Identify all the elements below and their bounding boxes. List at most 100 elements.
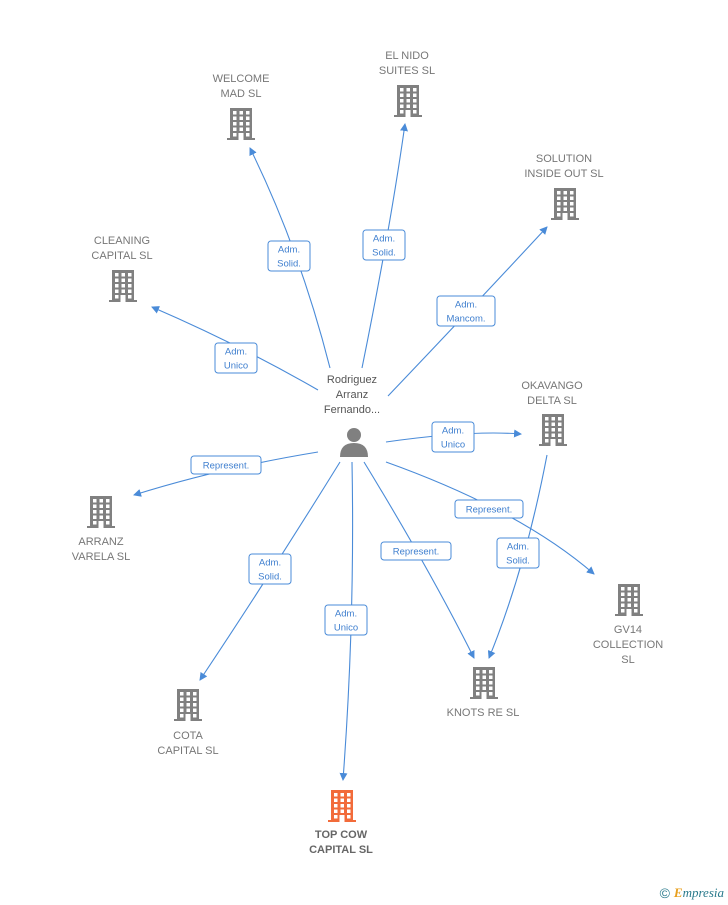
- building-window: [239, 127, 243, 131]
- edge-label-text: Represent.: [393, 547, 439, 558]
- building-window: [627, 603, 631, 607]
- building-window: [239, 111, 243, 115]
- building-window: [406, 88, 410, 92]
- building-window: [621, 592, 625, 596]
- building-door: [120, 295, 126, 302]
- edge-label-solution[interactable]: Adm.Mancom.: [436, 295, 496, 327]
- building-window: [406, 99, 410, 103]
- building-window: [106, 521, 110, 525]
- building-window: [121, 289, 125, 293]
- company-name: VARELA SL: [72, 551, 131, 563]
- edge-label-knots[interactable]: Represent.: [380, 541, 452, 561]
- building-window: [239, 122, 243, 126]
- company-name: SUITES SL: [379, 65, 435, 77]
- building-window: [334, 804, 338, 808]
- edge-label-elnido[interactable]: Adm.Solid.: [362, 229, 406, 261]
- edge-label-arranz[interactable]: Represent.: [190, 455, 262, 475]
- building-window: [347, 815, 351, 819]
- building-window: [413, 104, 417, 108]
- building-window: [115, 295, 119, 299]
- edge-label-topcow[interactable]: Adm.Unico: [324, 604, 368, 636]
- building-door: [185, 714, 191, 721]
- company-name: MAD SL: [221, 88, 262, 100]
- edge-label-cleaning[interactable]: Adm.Unico: [214, 342, 258, 374]
- building-window: [545, 422, 549, 426]
- building-window: [400, 88, 404, 92]
- building-window: [246, 116, 250, 120]
- edge-knots: [363, 461, 475, 659]
- building-window: [93, 499, 97, 503]
- building-window: [193, 708, 197, 712]
- building-window: [558, 422, 562, 426]
- company-name: EL NIDO: [385, 50, 429, 62]
- building-window: [621, 587, 625, 591]
- building-window: [634, 598, 638, 602]
- building-window: [557, 196, 561, 200]
- edge-label-box: [324, 604, 368, 636]
- building-window: [93, 510, 97, 514]
- building-icon: [227, 108, 255, 140]
- building-window: [193, 714, 197, 718]
- edge-labels-layer: Adm.Solid. Adm.Solid. Adm.Mancom. Adm.Unico…: [190, 229, 540, 636]
- building-window: [570, 207, 574, 211]
- building-window: [99, 515, 103, 519]
- building-window: [347, 793, 351, 797]
- company-node-elnido[interactable]: EL NIDO SUITES SL: [379, 50, 435, 117]
- edge-label-okavango[interactable]: Adm.Unico: [431, 421, 475, 453]
- building-window: [115, 273, 119, 277]
- building-window: [180, 714, 184, 718]
- company-name: INSIDE OUT SL: [524, 168, 603, 180]
- building-icon: [551, 188, 579, 220]
- person-name: Rodriguez: [327, 374, 377, 386]
- brand-logo[interactable]: Empresia: [674, 885, 724, 901]
- building-window: [489, 686, 493, 690]
- building-icon: [539, 414, 567, 446]
- building-window: [557, 191, 561, 195]
- company-name: ARRANZ: [78, 536, 124, 548]
- person-node[interactable]: RodriguezArranzFernando...: [324, 374, 380, 457]
- building-window: [545, 428, 549, 432]
- building-window: [180, 692, 184, 696]
- building-window: [128, 278, 132, 282]
- brand-initial: E: [673, 885, 683, 900]
- building-window: [545, 439, 549, 443]
- building-window: [621, 603, 625, 607]
- edge-label-welcome[interactable]: Adm.Solid.: [267, 240, 311, 272]
- company-name: TOP COW: [315, 829, 368, 841]
- copyright-symbol: ©: [659, 885, 670, 901]
- building-icon: [328, 790, 356, 822]
- edge-label-text: Adm.: [259, 558, 281, 569]
- building-window: [627, 587, 631, 591]
- company-node-knots[interactable]: KNOTS RE SL: [447, 667, 520, 719]
- edge-label-okaknots[interactable]: Adm.Solid.: [496, 537, 540, 569]
- company-node-arranz[interactable]: ARRANZ VARELA SL: [72, 496, 131, 563]
- building-window: [115, 278, 119, 282]
- building-window: [347, 804, 351, 808]
- building-window: [482, 670, 486, 674]
- building-window: [563, 207, 567, 211]
- building-window: [233, 116, 237, 120]
- building-icon: [394, 85, 422, 117]
- edge-label-gv14[interactable]: Represent.: [454, 499, 524, 519]
- edge-label-cota[interactable]: Adm.Solid.: [248, 553, 292, 585]
- building-window: [193, 697, 197, 701]
- company-name: COTA: [173, 730, 203, 742]
- building-window: [121, 284, 125, 288]
- building-window: [621, 609, 625, 613]
- building-window: [128, 273, 132, 277]
- building-window: [563, 191, 567, 195]
- building-window: [99, 510, 103, 514]
- building-window: [413, 93, 417, 97]
- brand-name: mpresia: [682, 885, 724, 900]
- building-window: [93, 504, 97, 508]
- building-window: [634, 592, 638, 596]
- building-window: [570, 202, 574, 206]
- edge-label-text: Represent.: [466, 505, 512, 516]
